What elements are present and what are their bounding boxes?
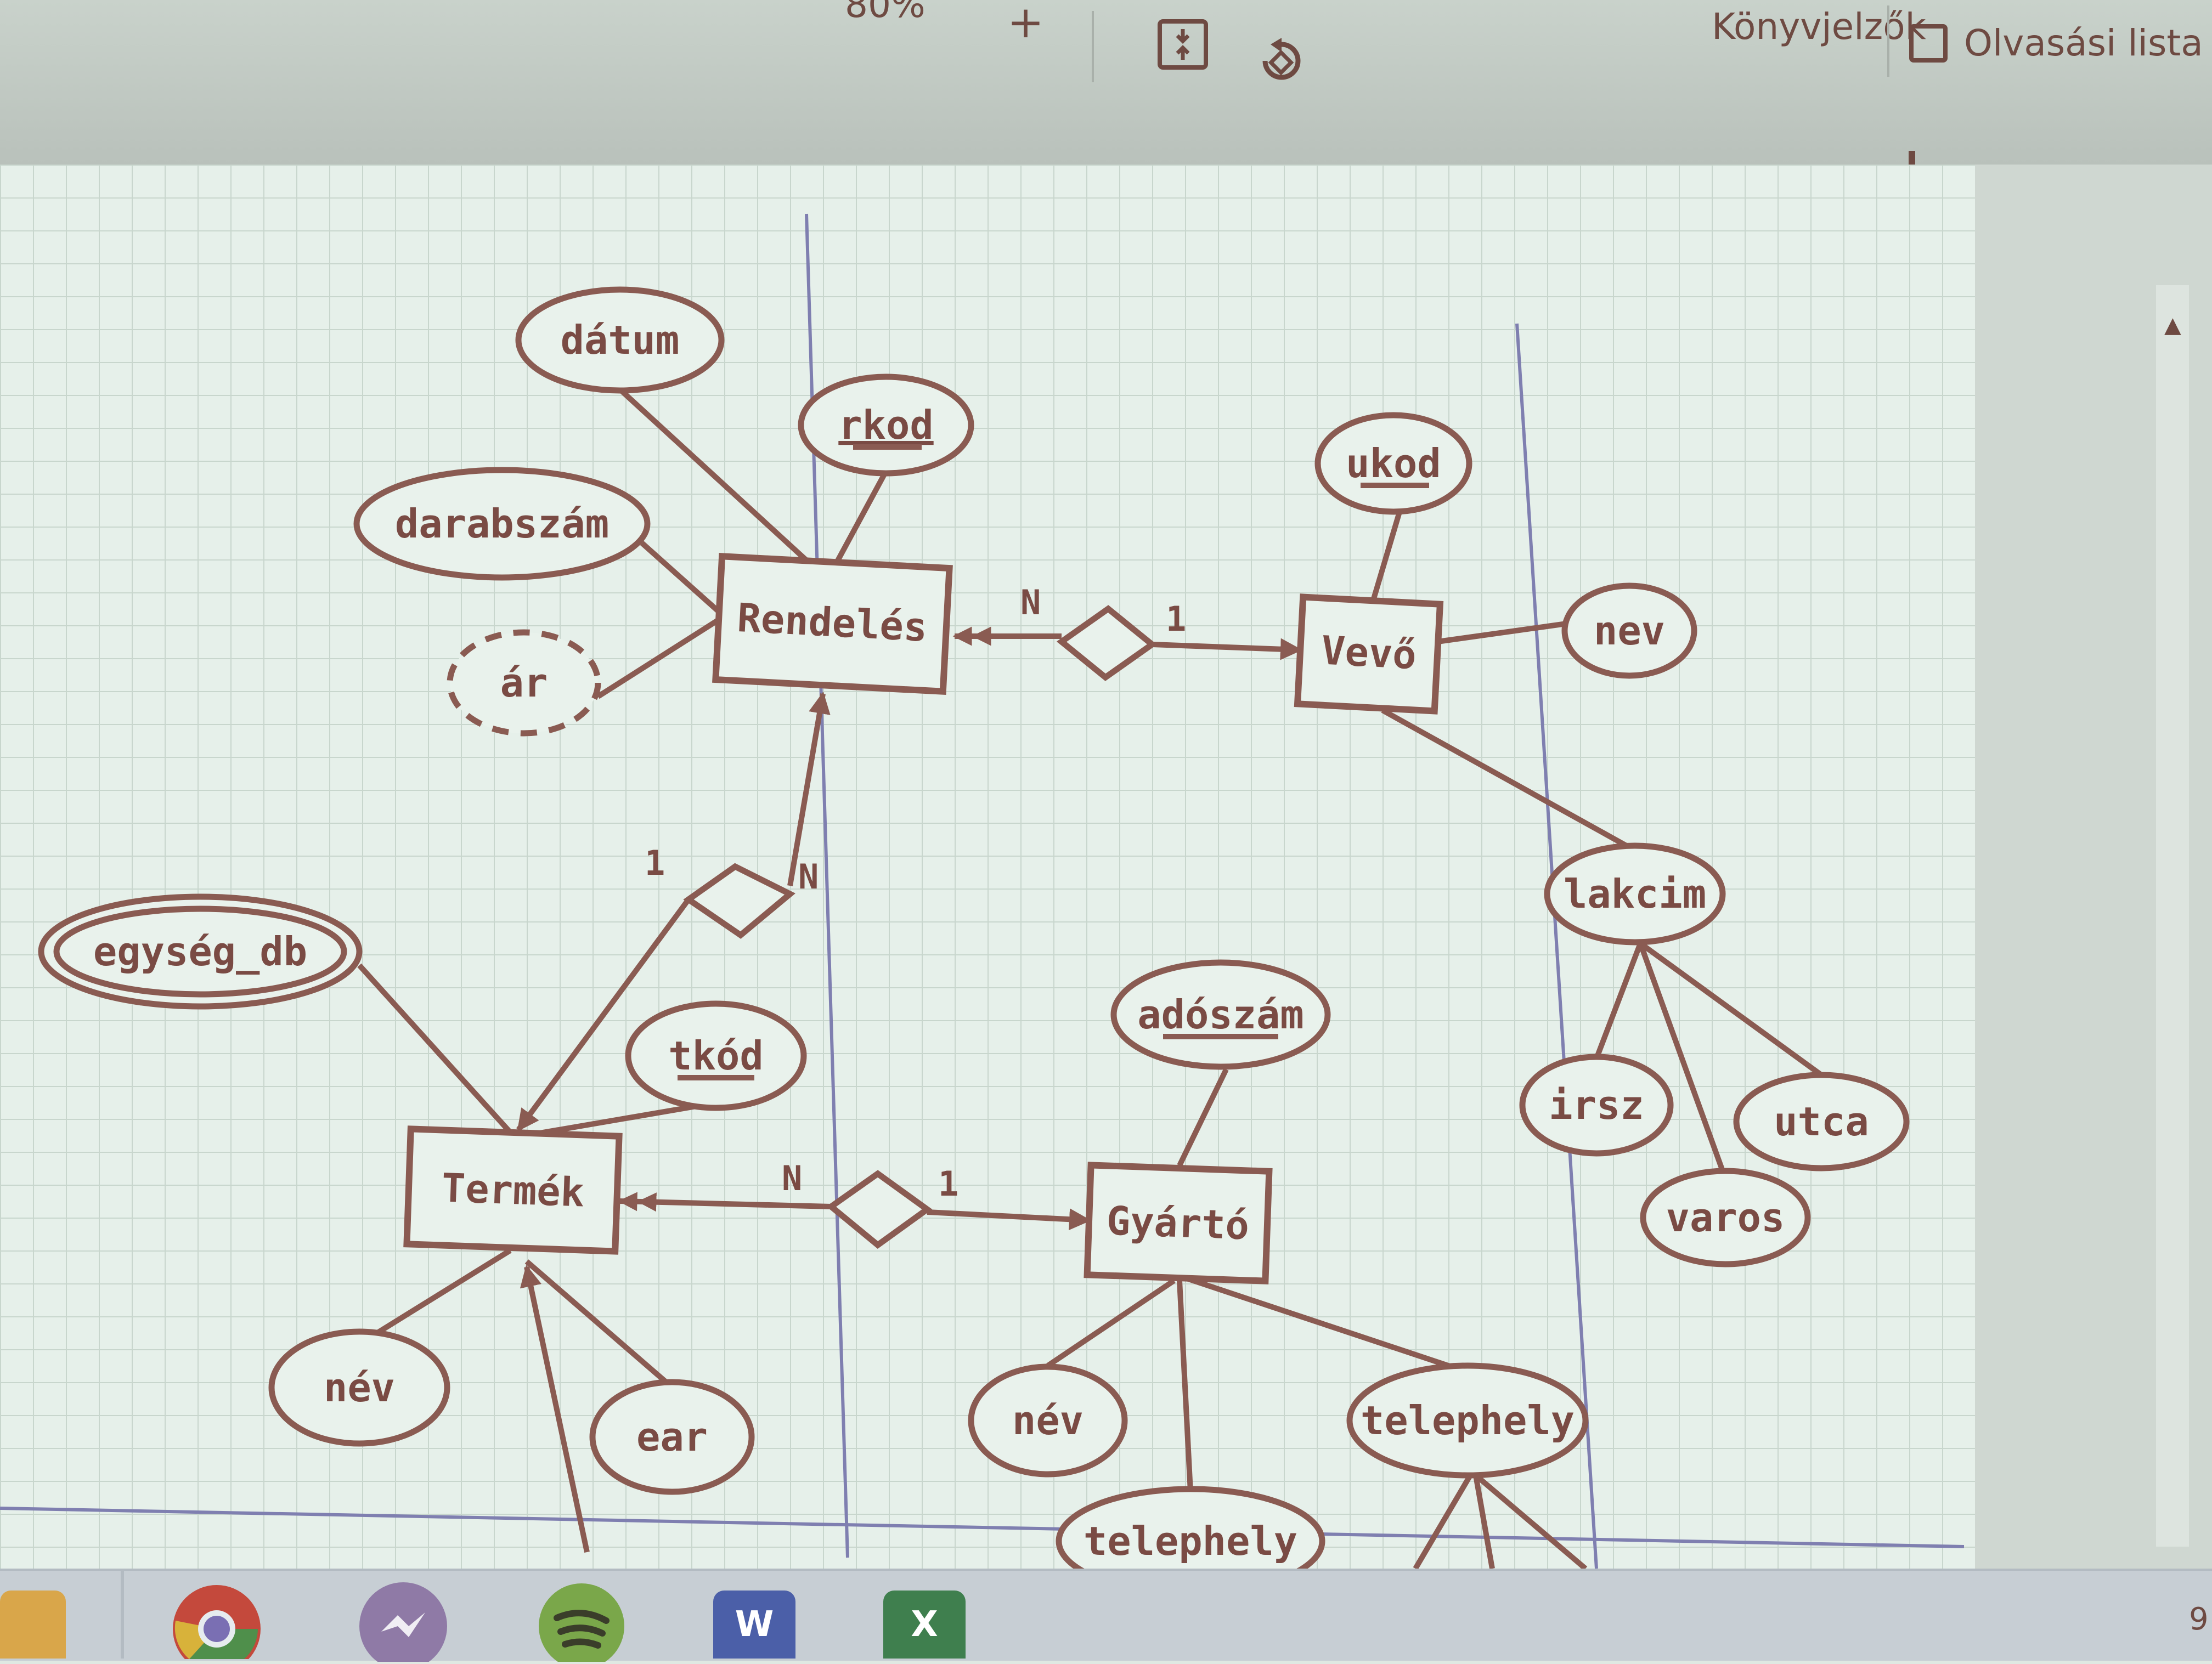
- entity-gyarto[interactable]: Gyártó: [1084, 1162, 1273, 1284]
- svg-text:egység_db: egység_db: [93, 929, 307, 975]
- page-rule-line: [0, 1507, 1965, 1548]
- svg-text:adószám: adószám: [1137, 992, 1304, 1038]
- svg-text:utca: utca: [1774, 1099, 1869, 1145]
- fit-page-icon: [1155, 19, 1210, 82]
- reading-list-icon: [1909, 24, 1948, 63]
- taskbar-divider: [121, 1569, 124, 1659]
- entity-vevo[interactable]: Vevő: [1294, 593, 1444, 715]
- pdf-toolbar: 80% + Könyvjelzők Olvasási lista: [0, 0, 2212, 167]
- messenger-icon[interactable]: [357, 1580, 450, 1664]
- svg-text:telephely: telephely: [1361, 1397, 1575, 1444]
- attribute-rkod-key[interactable]: rkod: [798, 373, 974, 477]
- cardinality-label: 1: [938, 1164, 958, 1204]
- relationship-rendeles-vevo: [1056, 605, 1158, 681]
- clock: 9: [2189, 1601, 2209, 1637]
- cardinality-label: 1: [1166, 599, 1186, 639]
- svg-text:ár: ár: [500, 660, 548, 706]
- attribute-nev-gyarto[interactable]: név: [968, 1363, 1128, 1478]
- relationship-termek-gyarto: [826, 1170, 933, 1249]
- cardinality-label: N: [782, 1158, 802, 1198]
- entity-rendeles[interactable]: Rendelés: [712, 553, 953, 695]
- svg-text:lakcim: lakcim: [1564, 871, 1706, 917]
- attribute-ukod-key[interactable]: ukod: [1314, 412, 1472, 515]
- word-icon[interactable]: W: [713, 1591, 795, 1659]
- entity-termek[interactable]: Termék: [403, 1125, 623, 1255]
- svg-text:Termék: Termék: [441, 1164, 585, 1215]
- svg-text:telephely: telephely: [1084, 1518, 1297, 1564]
- cardinality-label: N: [1020, 582, 1041, 622]
- connector-lines: [357, 387, 1823, 1571]
- attribute-tkod-key[interactable]: tkód: [625, 1000, 807, 1111]
- fit-page-button[interactable]: [1152, 16, 1214, 80]
- attribute-varos[interactable]: varos: [1640, 1168, 1811, 1267]
- attribute-adoszam-key[interactable]: adószám: [1110, 959, 1331, 1070]
- attribute-ar-derived[interactable]: ár: [447, 629, 601, 737]
- relationship-termek-rendeles: [683, 863, 795, 939]
- svg-text:varos: varos: [1666, 1195, 1785, 1241]
- rotate-icon: [1254, 38, 1309, 99]
- reading-list-label: Olvasási lista: [1964, 22, 2203, 64]
- svg-text:irsz: irsz: [1549, 1082, 1644, 1128]
- attribute-nev-vevo[interactable]: nev: [1561, 582, 1697, 679]
- attribute-utca[interactable]: utca: [1733, 1072, 1910, 1171]
- attribute-lakcim[interactable]: lakcim: [1544, 842, 1726, 946]
- svg-text:darabszám: darabszám: [395, 501, 609, 547]
- spotify-icon[interactable]: [538, 1580, 625, 1664]
- attribute-darabszam[interactable]: darabszám: [353, 467, 651, 581]
- toolbar-divider: [1887, 5, 1889, 77]
- svg-text:nev: nev: [1594, 608, 1665, 654]
- svg-text:rkod: rkod: [838, 402, 933, 448]
- svg-text:név: név: [1012, 1397, 1084, 1444]
- rotate-button[interactable]: [1251, 33, 1312, 96]
- reading-list-button[interactable]: Olvasási lista: [1909, 22, 2203, 64]
- toolbar-divider: [1092, 11, 1094, 82]
- chrome-icon[interactable]: [170, 1582, 263, 1664]
- svg-text:ukod: ukod: [1346, 440, 1441, 486]
- attribute-nev-termek[interactable]: név: [268, 1328, 450, 1447]
- zoom-level: 80%: [845, 0, 926, 26]
- attribute-irsz[interactable]: irsz: [1519, 1054, 1674, 1157]
- file-explorer-icon[interactable]: [0, 1591, 66, 1659]
- page-rule-line: [1515, 323, 1598, 1569]
- svg-text:Rendelés: Rendelés: [736, 595, 929, 650]
- excel-icon[interactable]: X: [883, 1591, 966, 1659]
- scrollbar[interactable]: [2156, 285, 2189, 1547]
- attribute-ear[interactable]: ear: [589, 1379, 755, 1495]
- scroll-up-icon[interactable]: ▲: [2164, 313, 2181, 338]
- taskbar: [0, 1569, 2212, 1661]
- zoom-in-button[interactable]: +: [1004, 0, 1047, 45]
- cardinality-label: N: [798, 857, 819, 897]
- bookmarks-label[interactable]: Könyvjelzők: [1712, 5, 1926, 48]
- svg-text:ear: ear: [636, 1414, 708, 1460]
- svg-text:Gyártó: Gyártó: [1106, 1197, 1250, 1248]
- svg-text:dátum: dátum: [561, 317, 680, 363]
- attribute-egyseg-db-multivalued[interactable]: egység_db: [38, 893, 363, 1010]
- plus-icon: +: [1007, 0, 1045, 48]
- svg-text:név: név: [324, 1365, 395, 1411]
- attribute-datum[interactable]: dátum: [515, 286, 725, 394]
- cardinality-label: 1: [645, 843, 665, 883]
- attribute-telephely[interactable]: telephely: [1346, 1362, 1589, 1479]
- svg-text:tkód: tkód: [668, 1033, 763, 1079]
- svg-text:Vevő: Vevő: [1320, 627, 1418, 678]
